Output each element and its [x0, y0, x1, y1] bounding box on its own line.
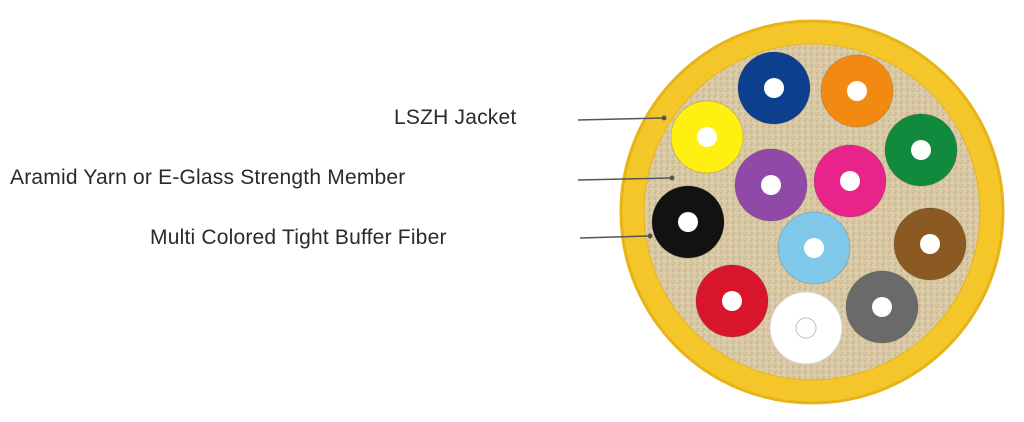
fiber-slate — [845, 270, 919, 344]
leader-dot-fiber — [647, 233, 653, 239]
fiber-orange — [820, 54, 894, 128]
label-tight-buffer-fiber: Multi Colored Tight Buffer Fiber — [150, 226, 447, 249]
leader-line-jacket — [577, 117, 665, 121]
label-lszh-jacket: LSZH Jacket — [394, 106, 517, 129]
fiber-yellow — [670, 100, 744, 174]
leader-dot-jacket — [661, 115, 667, 121]
label-aramid-yarn: Aramid Yarn or E-Glass Strength Member — [10, 166, 406, 189]
fiber-black — [651, 185, 725, 259]
fiber-rose — [813, 144, 887, 218]
fiber-red — [695, 264, 769, 338]
fiber-brown — [893, 207, 967, 281]
leader-dot-yarn — [669, 175, 675, 181]
fiber-white — [769, 291, 843, 365]
fiber-aqua — [777, 211, 851, 285]
tight-buffer-fibers — [651, 51, 967, 365]
fiber-green — [884, 113, 958, 187]
leader-line-fiber — [579, 235, 651, 239]
leader-line-yarn — [577, 177, 673, 181]
leader-lines — [577, 115, 675, 239]
fiber-violet — [734, 148, 808, 222]
fiber-blue — [737, 51, 811, 125]
